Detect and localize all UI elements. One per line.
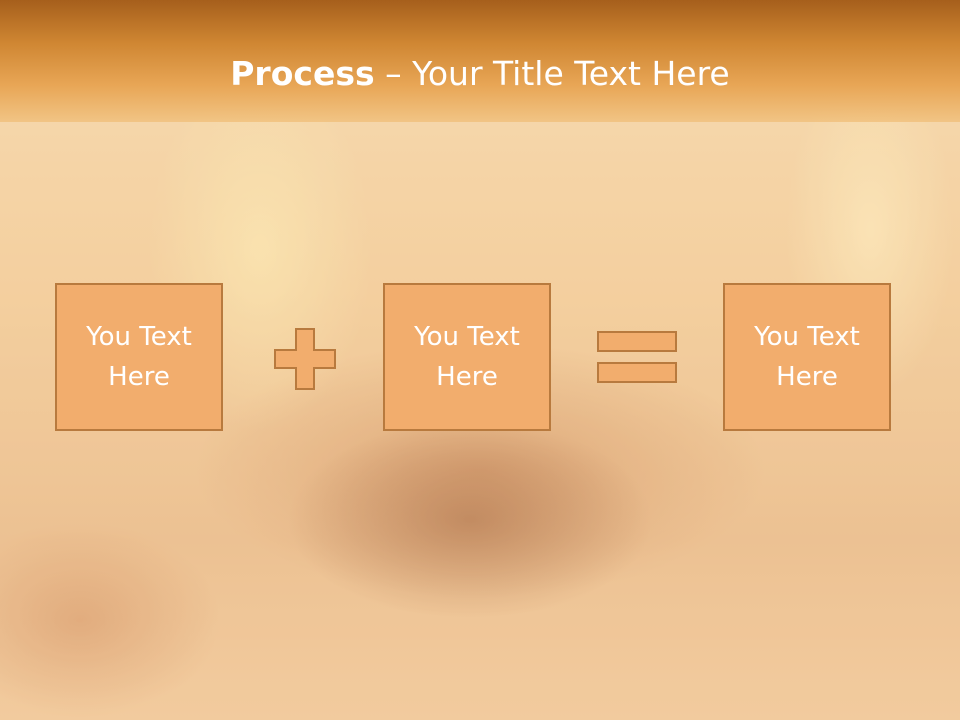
process-box-2-text: You Text Here: [414, 322, 520, 392]
title-banner: [0, 0, 960, 122]
process-box-3[interactable]: You Text Here: [723, 283, 891, 431]
process-box-2[interactable]: You Text Here: [383, 283, 551, 431]
title-rest: – Your Title Text Here: [374, 54, 730, 93]
slide-title: Process – Your Title Text Here: [0, 52, 960, 96]
plus-icon: [274, 328, 336, 390]
process-box-1-text: You Text Here: [86, 322, 192, 392]
title-bold: Process: [230, 54, 375, 93]
equals-icon: [597, 331, 677, 383]
process-box-3-text: You Text Here: [754, 322, 860, 392]
process-box-1[interactable]: You Text Here: [55, 283, 223, 431]
